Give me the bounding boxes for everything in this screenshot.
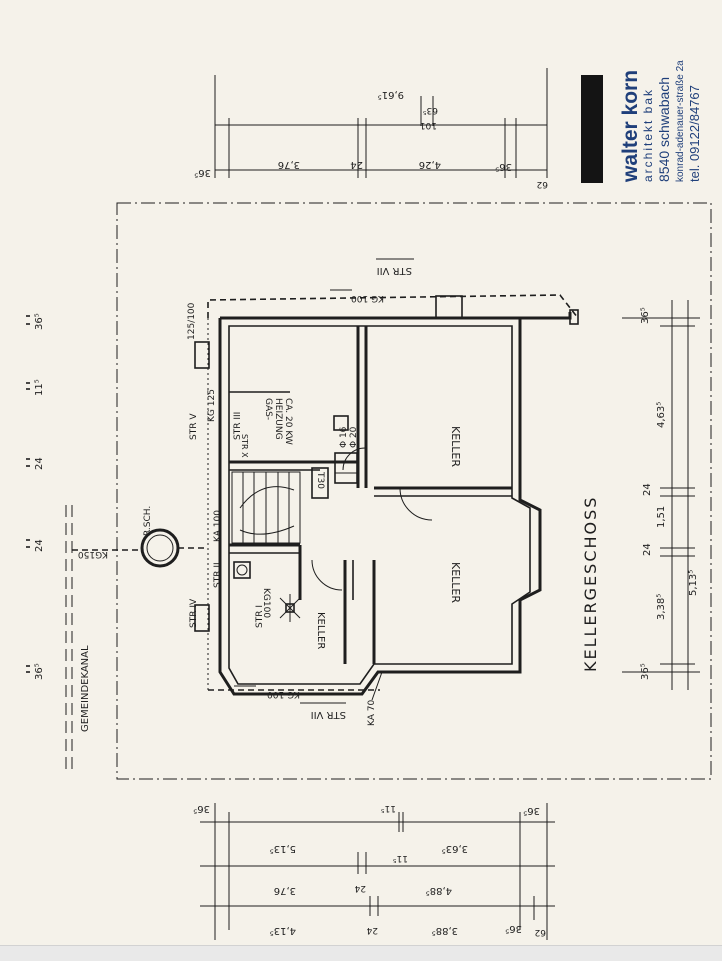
dimension-left: 36⁵ 11⁵ 24 24 36⁵	[26, 313, 45, 680]
architect-city: 8540 schwabach	[656, 77, 672, 182]
architect-street: konrad-adenauer-straße 2a	[675, 60, 686, 182]
dim-bottom-115a: 11⁵	[381, 803, 396, 813]
dim-bottom-365c: 36⁵	[505, 923, 522, 934]
room-keller-upper: KELLER	[449, 426, 462, 467]
architect-profession: architekt bak	[641, 88, 655, 182]
viewer-bottom-bar	[0, 945, 722, 961]
kg150-label: KG150	[78, 549, 108, 559]
dim-top-62: 62	[537, 179, 548, 189]
dim-top-376: 3,76	[278, 159, 300, 170]
dim-right-365b: 36⁵	[640, 663, 651, 680]
str-ii-label: STR II	[213, 562, 223, 588]
dim-top-365a: 36⁵	[194, 167, 211, 178]
floor-drain-symbol	[279, 594, 301, 622]
dim-top-24: 24	[350, 159, 363, 170]
dim-bottom-365a: 36⁵	[193, 803, 210, 814]
kg100-bottom-label: KG 100	[267, 689, 300, 699]
ka70-label: KA 70	[367, 700, 377, 726]
dim-bottom-376: 3,76	[274, 885, 296, 896]
dim-bottom-115b: 11⁵	[393, 853, 408, 863]
boiler-symbol	[233, 561, 251, 579]
str-vii-top-label: STR VII	[377, 265, 412, 276]
dimension-top: 36⁵ 3,76 24 4,26 36⁵ 62 9,61⁵ 101 63⁵	[194, 68, 548, 189]
dim-bottom-24b: 24	[366, 925, 378, 935]
dim-top-101: 101	[420, 120, 437, 130]
doors	[311, 447, 433, 591]
flue-16-label: Φ 16	[339, 426, 349, 448]
dim-left-115: 11⁵	[34, 379, 45, 396]
flue-block	[334, 452, 358, 484]
dimension-right: 36⁵ 4,63⁵ 24 1,51 24 3,38⁵ 5,13⁵ 36⁵	[622, 300, 700, 690]
str-x-label: STR X	[240, 434, 249, 458]
dimension-bottom: 36⁵ 5,13⁵ 11⁵ 11⁵ 3,63⁵ 36⁵ 3,76 24 4,88…	[193, 803, 555, 940]
room-keller-lower: KELLER	[315, 612, 326, 649]
staircase	[231, 471, 301, 544]
str-iv-label: STR IV	[189, 598, 199, 628]
gas-heater-symbol	[333, 415, 349, 431]
drain-pipe-top	[207, 294, 579, 319]
dim-left-24a: 24	[34, 457, 45, 470]
dim-bottom-5135: 5,13⁵	[270, 843, 296, 854]
dim-bottom-4135: 4,13⁵	[270, 925, 296, 936]
kg100-top-label: KG 100	[351, 293, 384, 303]
title-black-bar	[581, 75, 603, 183]
dim-left-365b: 36⁵	[34, 663, 45, 680]
dim-top-426: 4,26	[419, 159, 441, 170]
str-iii-label: STR III	[233, 412, 243, 440]
ka100-label: KA 100	[213, 510, 223, 542]
flue-20-label: Φ 20	[349, 426, 359, 448]
heating-line3: CA. 20 KW	[283, 398, 293, 445]
architect-phone: tel. 09122/84767	[687, 85, 702, 182]
plan-title: KELLERGESCHOSS	[581, 496, 600, 672]
dim-right-151: 1,51	[656, 506, 667, 528]
dim-bottom-365b: 36⁵	[523, 805, 540, 816]
building-walls	[194, 295, 579, 696]
door-t30-label: T30	[315, 471, 325, 489]
dim-top-365b: 36⁵	[495, 161, 512, 172]
str-i-label: STR I	[255, 605, 265, 628]
dim-right-365a: 36⁵	[640, 307, 651, 324]
dim-left-24b: 24	[34, 539, 45, 552]
plot-boundary	[116, 202, 712, 780]
dim-bottom-3885: 3,88⁵	[432, 925, 458, 936]
pipe-125-100-label: 125/100	[187, 302, 197, 340]
municipal-sewer: GEMEINDEKANAL KG150 R.SCH.	[65, 505, 208, 775]
title-block: walter korn architekt bak 8540 schwabach…	[581, 60, 702, 183]
dim-right-4635: 4,63⁵	[656, 402, 667, 428]
heating-line2: HEIZUNG	[273, 398, 283, 440]
dim-top-9615: 9,61⁵	[378, 89, 404, 100]
dim-top-635: 63⁵	[423, 105, 438, 115]
str-vii-bottom-label: STR VII	[311, 709, 346, 720]
dim-bottom-4885: 4,88⁵	[426, 885, 452, 896]
dim-right-5135: 5,13⁵	[688, 570, 699, 596]
dim-bottom-3635: 3,63⁵	[442, 843, 468, 854]
dim-bottom-24a: 24	[354, 883, 366, 893]
kanal-label: GEMEINDEKANAL	[80, 645, 91, 732]
architect-name: walter korn	[619, 70, 642, 183]
kg100-inner-label: KG100	[261, 588, 271, 618]
str-v-label: STR V	[189, 413, 199, 440]
kg125-label: KG 125	[207, 389, 217, 422]
shaft-label: R.SCH.	[143, 506, 153, 536]
dim-bottom-62: 62	[535, 927, 546, 937]
room-keller-middle: KELLER	[449, 562, 462, 603]
heating-line1: GAS-	[263, 398, 273, 420]
dim-right-3385: 3,38⁵	[656, 594, 667, 620]
dim-right-24a: 24	[642, 483, 653, 496]
dim-left-365a: 36⁵	[34, 313, 45, 330]
dim-right-24b: 24	[642, 543, 653, 556]
